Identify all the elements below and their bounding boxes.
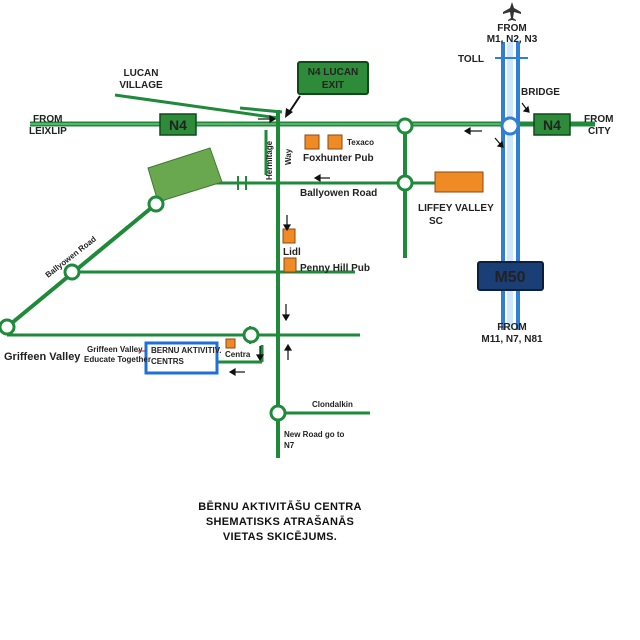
- texaco-label: Texaco: [347, 138, 374, 147]
- bridge-label: BRIDGE: [521, 87, 560, 98]
- school-label: Griffeen Valley: [87, 345, 143, 354]
- new-road-label: New Road go to: [284, 430, 345, 439]
- road-ticks: [237, 176, 251, 344]
- clondalkin-label: Clondalkin: [312, 400, 353, 409]
- ballyowen-road-diagonal: [5, 202, 158, 329]
- from-m11-label: FROM: [497, 322, 526, 333]
- foxhunter-building: [304, 134, 320, 150]
- griffeen-valley-label: Griffeen Valley: [4, 351, 81, 363]
- from-m1-label: FROM: [497, 23, 526, 34]
- n4-shield-right: N4: [533, 113, 571, 136]
- from-m1-label-2: M1, N2, N3: [487, 34, 538, 45]
- roundabout-icon: [396, 117, 414, 135]
- foxhunter-label: Foxhunter Pub: [303, 153, 374, 164]
- liffey-valley-building: [434, 171, 484, 193]
- roundabout-icon: [242, 326, 260, 344]
- roundabout-icon: [0, 318, 16, 336]
- map-caption: BĒRNU AKTIVITĀŠU CENTRA SHEMATISKS ATRAŠ…: [150, 500, 410, 545]
- from-leixlip-label: FROM: [33, 114, 62, 125]
- liffey-valley-label-2: SC: [429, 216, 443, 227]
- texaco-building: [327, 134, 343, 150]
- direction-arrows: [228, 102, 530, 377]
- hermitage-label-2: Way: [284, 148, 293, 165]
- hermitage-label: Hermitage: [265, 140, 274, 180]
- roundabout-icon: [500, 116, 520, 136]
- ballyowen-road-label: Ballyowen Road: [300, 188, 377, 199]
- roundabout-icon: [147, 195, 165, 213]
- centre-label-2: CENTRS: [151, 357, 185, 366]
- new-road-label-2: N7: [284, 441, 295, 450]
- n4-exit-label-2: EXIT: [322, 80, 344, 91]
- centra-building: [225, 338, 236, 349]
- penny-hill-label: Penny Hill Pub: [300, 263, 370, 274]
- m50-shield: M50: [477, 261, 544, 291]
- n4-exit-label: N4 LUCAN: [308, 67, 359, 78]
- n4-shield-left-label: N4: [169, 117, 187, 133]
- n4-shield-left: N4: [159, 113, 197, 136]
- arrow-icon: [285, 108, 293, 118]
- liffey-valley-label: LIFFEY VALLEY: [418, 203, 494, 214]
- roundabout-icon: [269, 404, 287, 422]
- school-label-2: Educate Together: [84, 355, 151, 364]
- lucan-village-label: LUCAN: [124, 68, 159, 79]
- caption-line-2: SHEMATISKS ATRAŠANĀS: [205, 516, 355, 528]
- buildings: [225, 134, 484, 349]
- lucan-village-label-2: VILLAGE: [119, 80, 163, 91]
- from-city-label-2: CITY: [588, 126, 611, 137]
- toll-label: TOLL: [458, 54, 484, 65]
- roundabouts: [0, 116, 520, 422]
- centre-highlight-box: [144, 341, 219, 375]
- penny-hill-building: [283, 257, 297, 273]
- from-m11-label-2: M11, N7, N81: [481, 334, 543, 345]
- centra-label: Centra: [225, 350, 251, 359]
- n4-exit-sign: N4 LUCAN EXIT: [297, 61, 369, 95]
- lidl-building: [282, 228, 296, 244]
- from-leixlip-label-2: LEIXLIP: [29, 126, 67, 137]
- m50-shield-label: M50: [494, 269, 525, 286]
- centre-label: BERNU AKTIVITIV.: [151, 346, 222, 355]
- park-area: [147, 147, 223, 203]
- roundabout-icon: [63, 263, 81, 281]
- from-city-label: FROM: [584, 114, 613, 125]
- caption-line-3: VIETAS SKICĒJUMS.: [222, 531, 338, 543]
- n4-shield-right-label: N4: [543, 117, 561, 133]
- lidl-label: Lidl: [283, 247, 301, 258]
- caption-line-1: BĒRNU AKTIVITĀŠU CENTRA: [198, 501, 362, 513]
- n4-exit-ramp: [239, 106, 283, 114]
- roundabout-icon: [396, 174, 414, 192]
- lucan-village-road: [114, 93, 279, 120]
- map-labels: FROM M1, N2, N3 TOLL BRIDGE FROM CITY LU…: [4, 23, 613, 450]
- airplane-icon: [503, 2, 521, 21]
